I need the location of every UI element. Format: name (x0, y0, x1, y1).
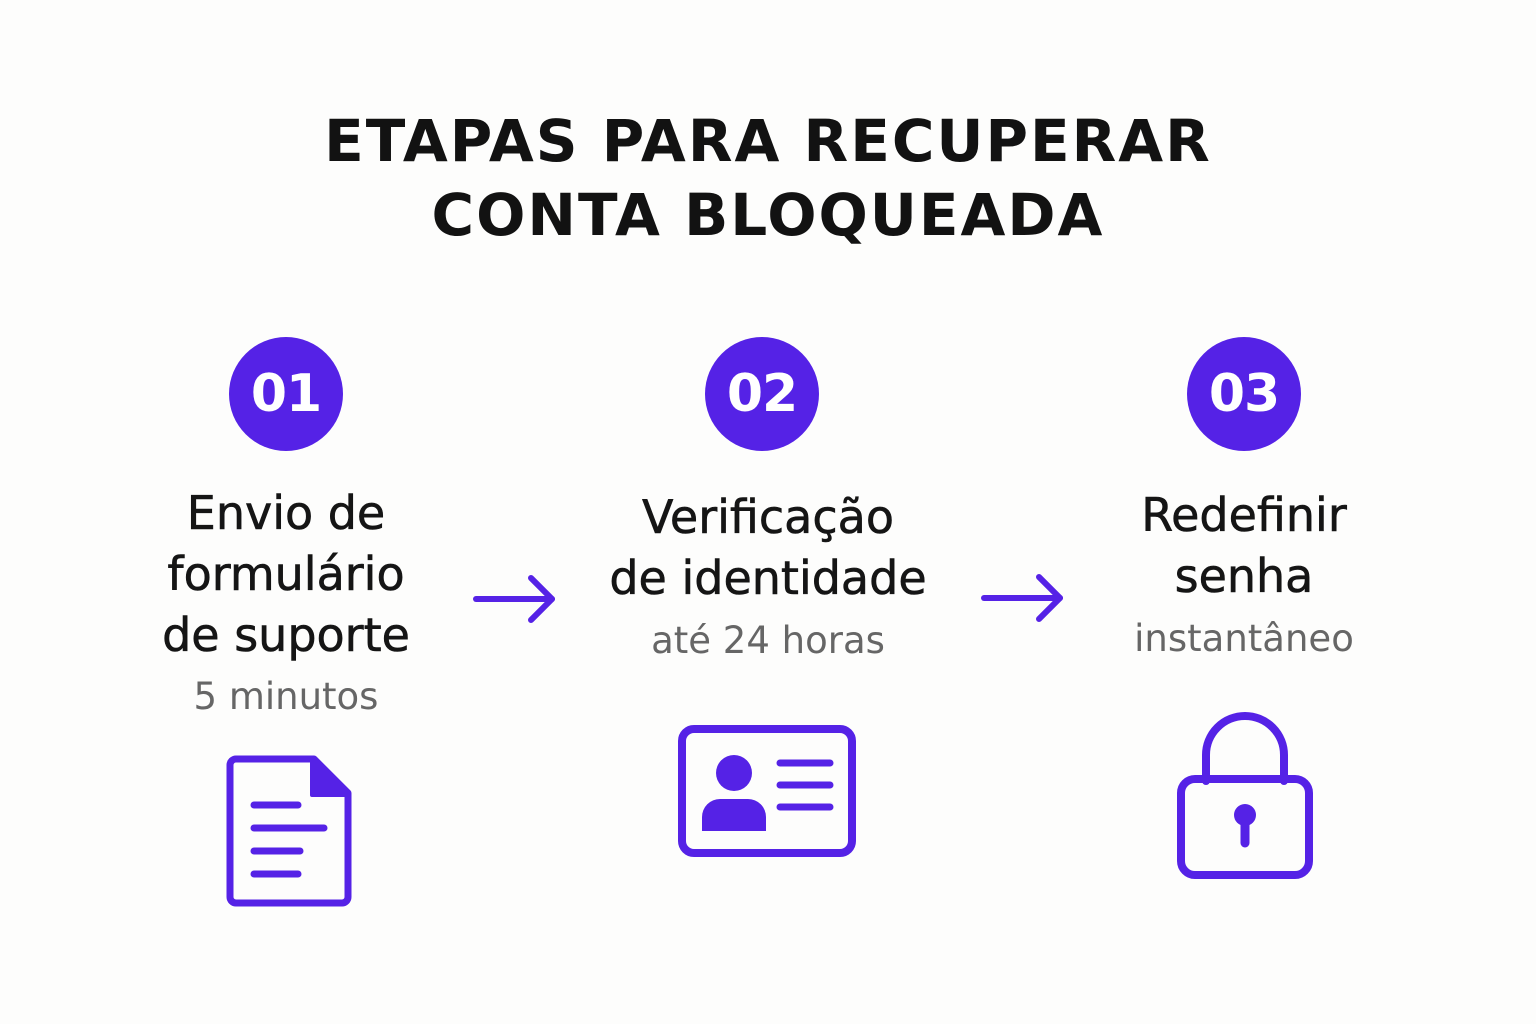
step-2-title-line-2: de identidade (609, 551, 927, 606)
step-2-time: até 24 horas (651, 619, 885, 662)
arrow-right-icon-1 (473, 575, 555, 623)
step-1-title: Envio de formulário de suporte (86, 483, 486, 666)
step-2: 02 Verificação de identidade até 24 hora… (568, 337, 968, 867)
step-2-number-badge: 02 (705, 337, 819, 451)
page-title: ETAPAS PARA RECUPERAR CONTA BLOQUEADA (0, 104, 1536, 252)
step-3-number-badge: 03 (1187, 337, 1301, 451)
step-3-title-line-2: senha (1174, 549, 1314, 604)
arrow-right-icon-2 (981, 574, 1063, 622)
id-card-icon (678, 725, 856, 857)
step-2-title: Verificação de identidade (568, 487, 968, 609)
step-1-title-line-2: formulário (167, 547, 405, 602)
step-1-number-badge: 01 (229, 337, 343, 451)
step-1: 01 Envio de formulário de suporte 5 minu… (86, 337, 486, 917)
title-line-2: CONTA BLOQUEADA (431, 181, 1105, 249)
step-1-title-line-3: de suporte (162, 608, 410, 663)
lock-icon (1177, 712, 1313, 879)
step-3-time: instantâneo (1134, 617, 1354, 660)
step-3: 03 Redefinir senha instantâneo (1044, 337, 1444, 887)
step-2-title-line-1: Verificação (642, 490, 895, 545)
step-3-title-line-1: Redefinir (1141, 488, 1347, 543)
step-1-title-line-1: Envio de (186, 486, 386, 541)
step-1-time: 5 minutos (193, 675, 379, 718)
document-icon (226, 755, 352, 907)
title-line-1: ETAPAS PARA RECUPERAR (324, 107, 1212, 175)
step-3-title: Redefinir senha (1044, 485, 1444, 607)
